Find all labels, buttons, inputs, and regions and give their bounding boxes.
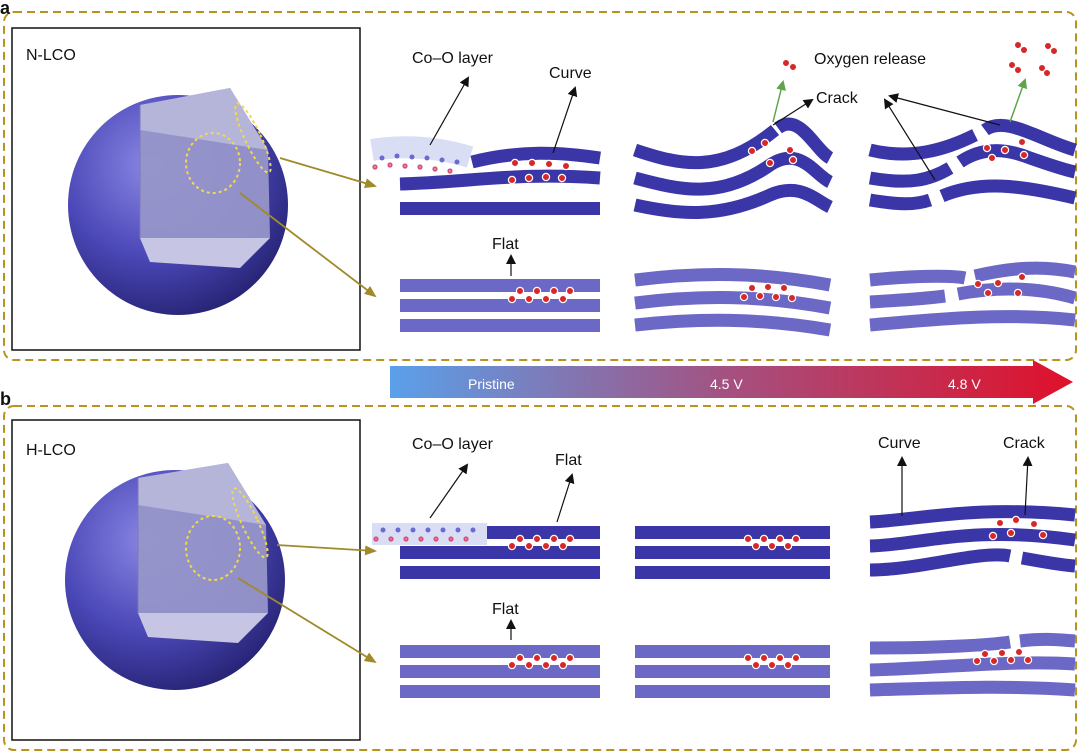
- gradient-label-pristine: Pristine: [468, 376, 515, 392]
- layers-a-bulk-pristine: [400, 279, 600, 332]
- gradient-label-45v: 4.5 V: [710, 376, 743, 392]
- particle-sphere-b: [65, 463, 285, 690]
- label-curve-a: Curve: [549, 65, 592, 82]
- bulk-zoom-arrow-b: [237, 577, 377, 664]
- layers-b-surface-48v: [869, 505, 1076, 577]
- gradient-label-48v: 4.8 V: [948, 376, 981, 392]
- panel-letter-b: b: [0, 389, 11, 409]
- green-arrow-oxygen-48v: [1009, 78, 1028, 123]
- released-oxygen: [781, 40, 1059, 78]
- label-oxygen-release-a: Oxygen release: [814, 51, 926, 68]
- panel-b-frame: [3, 405, 1077, 751]
- layers-b-bulk-45v: [635, 645, 830, 698]
- layers-b-bulk-48v: [869, 632, 1076, 697]
- arrow-crack-b: [1022, 456, 1033, 516]
- bulk-region-marker-b: [185, 515, 241, 581]
- sample-label-b: H-LCO: [26, 442, 76, 459]
- label-flat-a: Flat: [492, 236, 519, 253]
- panel-a: a N-LCO: [0, 0, 1077, 361]
- label-co-o-layer-b: Co–O layer: [412, 436, 494, 453]
- sample-label-a: N-LCO: [26, 47, 76, 64]
- panel-a-frame: [3, 11, 1077, 361]
- label-flat-b-top: Flat: [555, 452, 582, 469]
- arrow-crack-a-48v-right: [888, 93, 1001, 126]
- surface-region-marker: [234, 102, 272, 174]
- arrow-co-o-layer-b: [429, 463, 469, 519]
- label-co-o-layer-a: Co–O layer: [412, 50, 494, 67]
- layers-b-surface-45v: [635, 526, 830, 579]
- layers-a-surface-pristine: [370, 136, 601, 215]
- panel-b: b H-LCO: [0, 389, 1077, 751]
- surface-zoom-arrow-b: [276, 544, 377, 556]
- green-arrow-oxygen-45v: [772, 80, 786, 123]
- arrow-crack-a-45v: [772, 98, 814, 126]
- label-crack-b: Crack: [1003, 435, 1046, 452]
- bulk-region-marker: [185, 132, 241, 194]
- particle-sphere-a: [68, 88, 288, 315]
- voltage-gradient-bar: Pristine 4.5 V 4.8 V: [390, 360, 1073, 404]
- bulk-zoom-arrow: [239, 192, 377, 298]
- surface-region-marker-b: [231, 487, 269, 559]
- layers-b-bulk-pristine: [400, 645, 600, 698]
- layers-a-bulk-48v: [869, 261, 1077, 332]
- layers-b-surface-pristine: [372, 523, 600, 579]
- layers-a-bulk-45v: [634, 268, 832, 337]
- layers-a-surface-45v: [632, 117, 834, 219]
- arrow-curve-a: [552, 86, 578, 154]
- arrow-flat-b-top: [556, 473, 575, 523]
- arrow-crack-a-48v-left: [883, 98, 936, 181]
- arrow-co-o-layer-a: [429, 76, 469, 146]
- label-flat-b-bottom: Flat: [492, 601, 519, 618]
- label-crack-a: Crack: [816, 90, 859, 107]
- layers-a-surface-48v: [868, 118, 1077, 211]
- label-curve-b: Curve: [878, 435, 921, 452]
- surface-zoom-arrow: [279, 157, 377, 188]
- panel-letter-a: a: [0, 0, 11, 18]
